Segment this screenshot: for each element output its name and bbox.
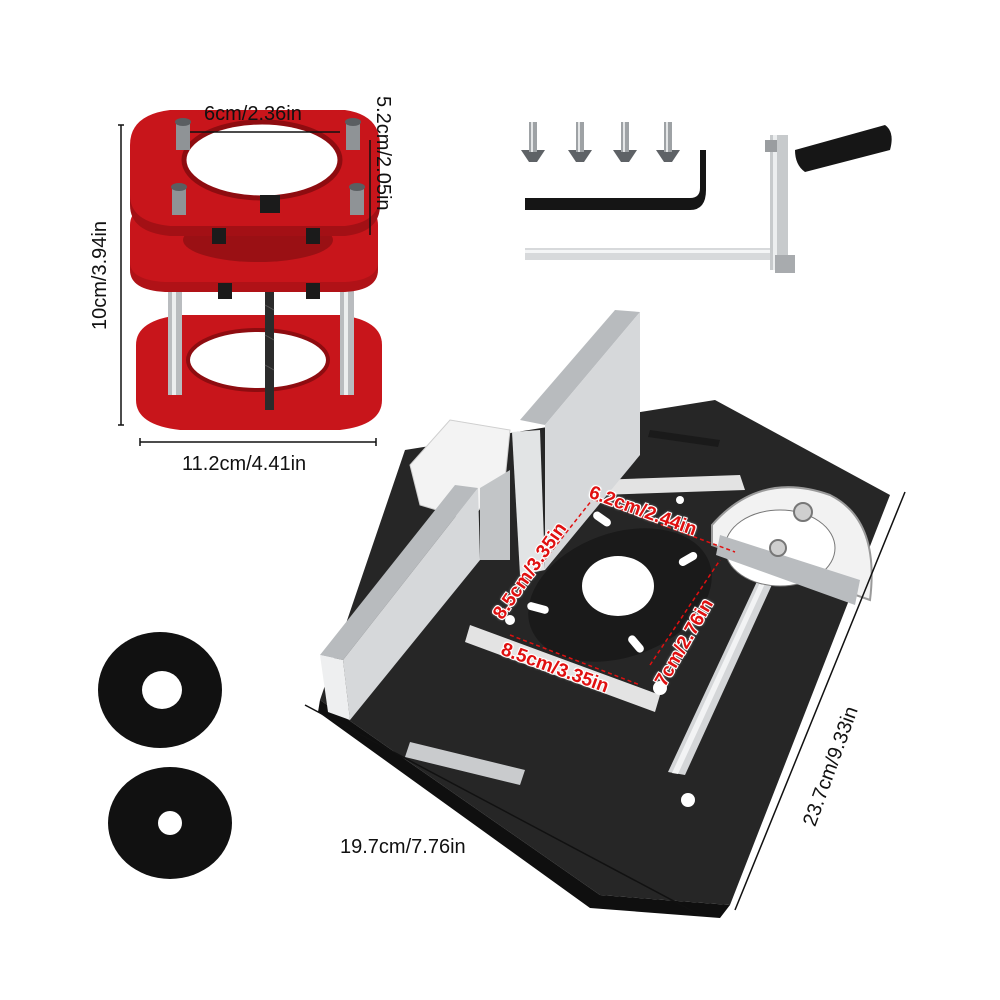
crank-handle-icon [525,125,892,273]
insert-dimension-lines [504,499,736,686]
plate-width-label: 19.7cm/7.76in [340,836,466,858]
router-table-plate-image [318,310,890,918]
washer-icon [98,632,232,879]
lift-base-label: 11.2cm/4.41in [182,453,307,475]
lift-depth-label: 5.2cm/2.05in [372,96,394,211]
lift-dimension-lines [118,124,377,446]
plate-dimension-lines [304,491,906,916]
hex-key-icon [525,150,706,210]
countersunk-screw-icon [521,122,680,162]
lift-height-label: 10cm/3.94in [89,221,111,330]
router-lift-image [130,110,382,430]
lift-top-width-label: 6cm/2.36in [204,103,302,125]
